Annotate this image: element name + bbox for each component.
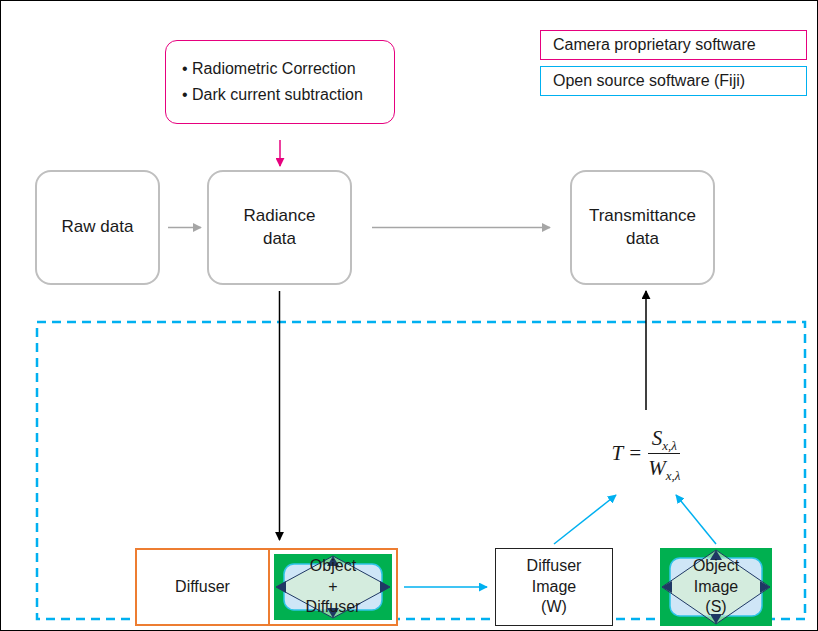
diffuser-box: Diffuser: [135, 548, 270, 626]
arrow-connector: [372, 227, 550, 229]
legend-text: Camera proprietary software: [553, 36, 756, 54]
fraction-bar: [648, 453, 680, 454]
node-label: Transmittance data: [589, 205, 696, 251]
process-box: Raw data: [35, 170, 160, 285]
arrow-connector: [676, 495, 716, 544]
symbol: S: [652, 426, 663, 451]
numerator: Sx,λ: [652, 426, 677, 451]
object-diffuser-box: Object + Diffuser: [268, 548, 398, 626]
legend-swatch: Camera proprietary software: [540, 30, 807, 60]
image-box: Diffuser Image (W): [495, 548, 613, 626]
fraction: Sx,λWx,λ: [648, 426, 680, 481]
image-box: Object Image (S): [660, 548, 772, 626]
node-label: Diffuser: [175, 577, 230, 598]
symbol: W: [648, 456, 666, 481]
node-label: Diffuser Image (W): [527, 556, 582, 618]
node-label: Object Image (S): [693, 556, 739, 618]
diamond-tip: [760, 581, 770, 593]
diamond-tip: [710, 614, 722, 624]
note-box: • Radiometric Correction• Dark current s…: [165, 40, 395, 124]
node-label: Raw data: [62, 216, 134, 239]
arrow-connector: [279, 291, 281, 540]
object-diamond: [662, 550, 770, 624]
diamond-tip: [380, 581, 390, 593]
formula-lhs: T =: [612, 441, 643, 466]
arrow-connector: [645, 291, 647, 410]
green-object: [274, 554, 392, 620]
diamond-tip: [276, 581, 286, 593]
subscript: x,λ: [662, 438, 677, 454]
green-object: [660, 548, 772, 626]
diamond-tip: [662, 581, 672, 593]
formula: T =Sx,λWx,λ: [596, 418, 696, 489]
arrow-connector: [554, 495, 616, 544]
denominator: Wx,λ: [648, 456, 680, 481]
object-diamond: [276, 556, 390, 618]
node-label: Radiance data: [244, 205, 316, 251]
process-box: Transmittance data: [570, 170, 715, 285]
legend-swatch: Open source software (Fiji): [540, 66, 807, 96]
arrow-connector: [404, 586, 487, 588]
arrow-connector: [279, 140, 281, 166]
node-label: • Dark current subtraction: [182, 82, 363, 108]
process-box: Radiance data: [207, 170, 352, 285]
legend-text: Open source software (Fiji): [553, 72, 745, 90]
subscript: x,λ: [666, 468, 681, 484]
arrow-connector: [168, 227, 201, 229]
node-label: Object + Diffuser: [306, 556, 361, 618]
node-label: • Radiometric Correction: [182, 56, 356, 82]
